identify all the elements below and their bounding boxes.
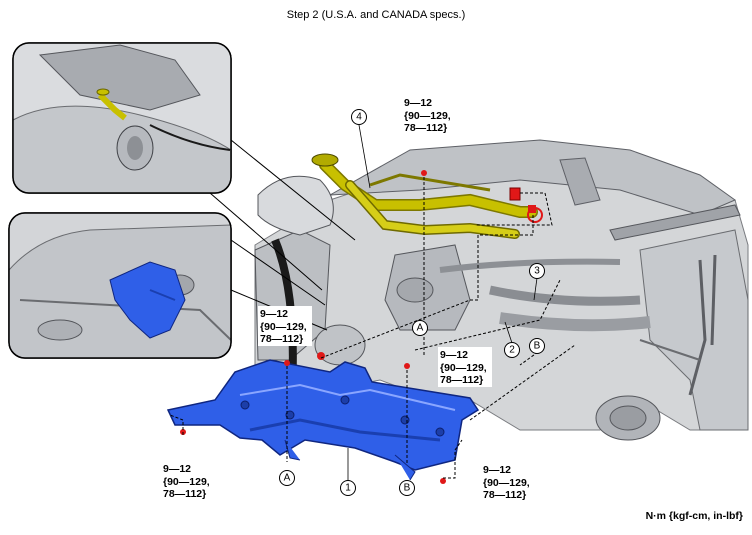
torque-units-legend: N·m {kgf-cm, in-lbf}: [645, 510, 743, 522]
torque-label-bracket-left: 9—12 {90—129, 78—112}: [260, 308, 307, 346]
callout-part-3-label: 3: [534, 266, 540, 277]
callout-part-4-label: 4: [356, 112, 362, 123]
torque-kgf-value: {90—129,: [260, 320, 307, 333]
callout-ref-a-top-label: A: [417, 323, 424, 334]
torque-value: 9—12: [440, 349, 469, 361]
inset-bottom: [8, 212, 232, 359]
torque-inlbf-value: 78—112}: [483, 489, 527, 501]
torque-label-filler-pipe: 9—12 {90—129, 78—112}: [404, 97, 451, 135]
callout-part-1-circle: [340, 480, 356, 496]
callout-part-1-label: 1: [345, 483, 351, 494]
bolt-markers: [180, 170, 446, 484]
torque-inlbf-value: 78—112}: [260, 333, 304, 345]
torque-value: 9—12: [163, 463, 192, 475]
callout-ref-a-top-circle: [412, 320, 428, 336]
inset-top: [12, 42, 232, 194]
step-title: Step 2 (U.S.A. and CANADA specs.): [286, 9, 466, 21]
torque-kgf-value: {90—129,: [404, 109, 451, 122]
torque-inlbf-value: 78—112}: [163, 488, 207, 500]
installation-lines: [169, 177, 576, 479]
leader-lines: [347, 124, 538, 480]
torque-inlbf-value: 78—112}: [440, 374, 484, 386]
torque-value: 9—12: [260, 308, 289, 320]
callout-part-4-circle: [351, 109, 367, 125]
filler-pipe-part-4: [311, 153, 543, 239]
torque-value: 9—12: [483, 464, 512, 476]
callout-circles: [279, 109, 545, 496]
callout-ref-b-bottom-label: B: [404, 483, 411, 494]
callout-part-2-label: 2: [509, 345, 515, 356]
torque-label-bracket-rear: 9—12 {90—129, 78—112}: [483, 464, 530, 502]
callout-ref-b-top-label: B: [534, 341, 541, 352]
callout-ref-b-bottom-circle: [399, 480, 415, 496]
callout-ref-a-bottom-label: A: [284, 473, 291, 484]
hose-clamp: [509, 187, 543, 223]
callout-ref-a-bottom-circle: [279, 470, 295, 486]
callout-part-3-circle: [529, 263, 545, 279]
torque-kgf-value: {90—129,: [483, 476, 530, 489]
torque-value: 9—12: [404, 97, 433, 109]
torque-inlbf-value: 78—112}: [404, 122, 448, 134]
torque-kgf-value: {90—129,: [163, 475, 210, 488]
blue-bracket-part-1: [166, 359, 480, 481]
torque-label-bracket-end: 9—12 {90—129, 78—112}: [163, 463, 210, 501]
callout-ref-b-top-circle: [529, 338, 545, 354]
callout-part-2-circle: [504, 342, 520, 358]
magnify-lines-top: [209, 139, 356, 291]
torque-label-bracket-center: 9—12 {90—129, 78—112}: [440, 349, 487, 387]
torque-label-backgrounds: [258, 306, 492, 387]
torque-kgf-value: {90—129,: [440, 361, 487, 374]
